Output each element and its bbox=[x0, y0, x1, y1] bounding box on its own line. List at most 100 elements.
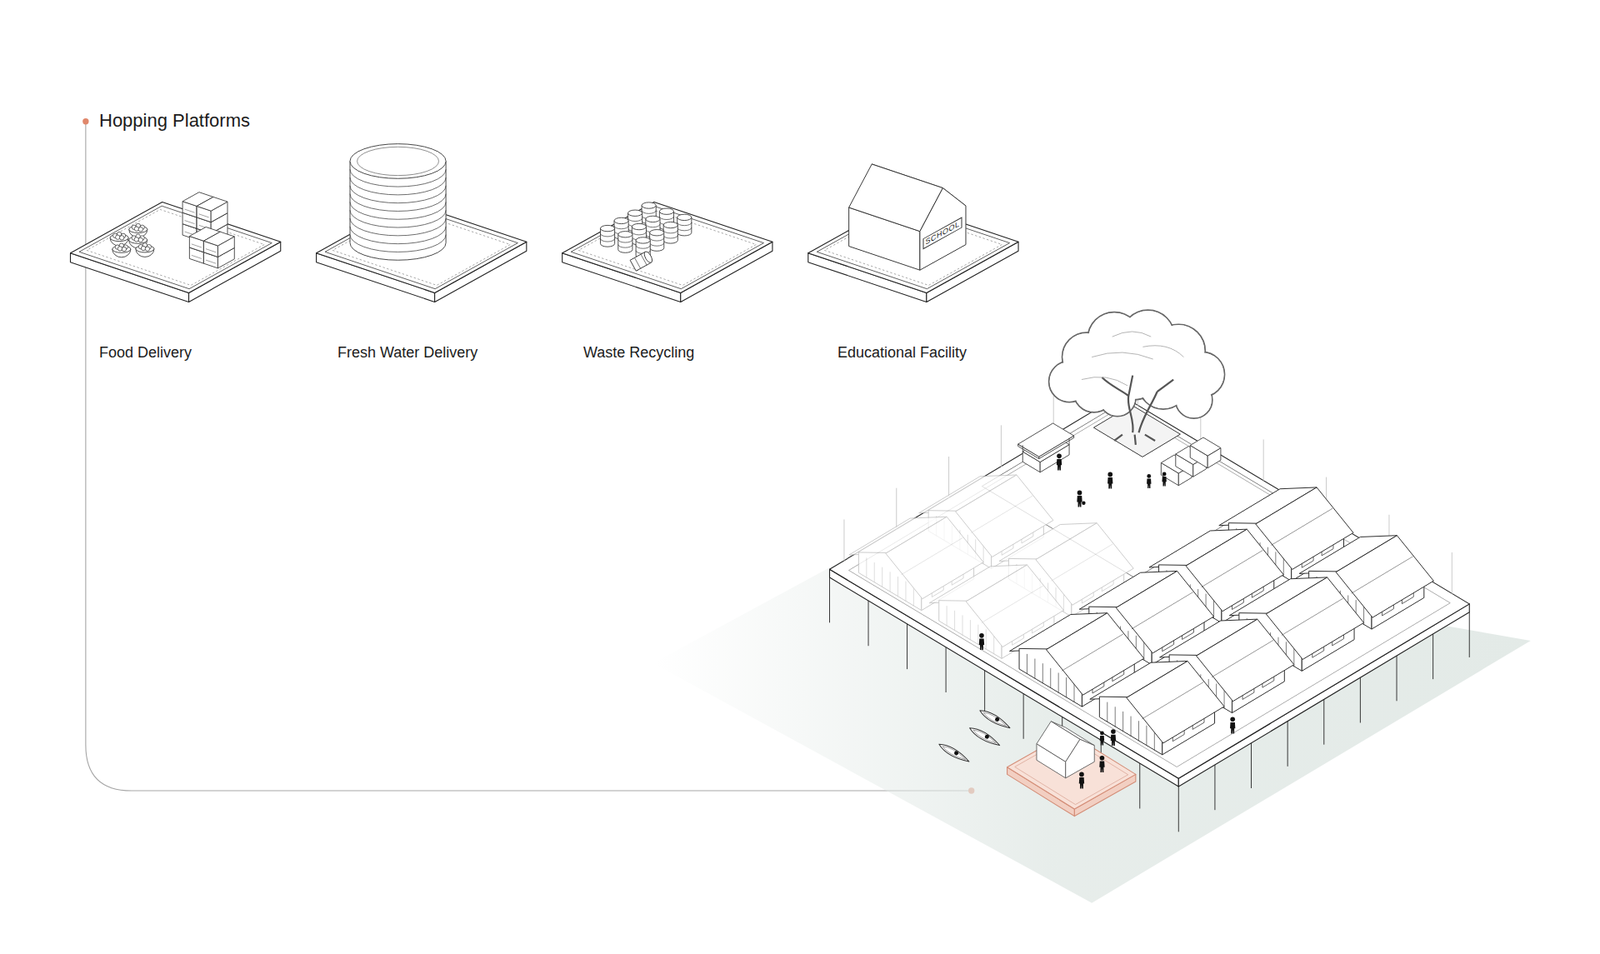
boat-hull bbox=[978, 707, 1012, 731]
roof-seam bbox=[1131, 592, 1193, 630]
barrel-lying bbox=[630, 250, 654, 272]
stilt-post bbox=[1396, 655, 1398, 701]
platform-rim bbox=[570, 205, 764, 290]
water-tank-ring bbox=[350, 210, 446, 228]
roof-seam bbox=[1281, 598, 1343, 635]
barrel-ring bbox=[600, 238, 615, 242]
person-head bbox=[1110, 729, 1116, 735]
person-body bbox=[1230, 722, 1235, 734]
village bbox=[653, 310, 1531, 903]
fruit bbox=[119, 235, 124, 240]
boat bbox=[967, 725, 1001, 749]
food-cart-roof-top bbox=[1018, 423, 1075, 457]
barrel-lid bbox=[650, 230, 665, 236]
stilt-post bbox=[1250, 743, 1252, 789]
barrel-lid bbox=[677, 214, 692, 220]
barrel-ring bbox=[650, 237, 665, 241]
person-silhouette bbox=[1099, 755, 1105, 773]
hopping-platform bbox=[562, 201, 773, 302]
barrel-ring bbox=[635, 245, 650, 250]
barrel-end bbox=[642, 250, 654, 265]
barrel-lid bbox=[641, 202, 656, 209]
water-tank-small-top bbox=[1190, 437, 1221, 456]
person-head bbox=[1077, 490, 1083, 496]
house-cladding bbox=[954, 610, 955, 630]
stilt-post bbox=[1214, 765, 1215, 810]
fruit bbox=[140, 245, 145, 250]
fruit bbox=[134, 226, 139, 231]
barrel-lid bbox=[659, 208, 674, 215]
platform-caption: Educational Facility bbox=[837, 344, 967, 363]
person-body bbox=[1161, 476, 1166, 486]
person-body bbox=[1107, 477, 1113, 489]
barrel-ring bbox=[614, 225, 629, 230]
crate-top bbox=[196, 196, 228, 211]
house-cladding bbox=[1042, 664, 1044, 684]
roof-seam bbox=[1142, 682, 1204, 720]
person-silhouette bbox=[1056, 454, 1062, 471]
person-head bbox=[1100, 755, 1105, 761]
pole bbox=[895, 488, 897, 530]
stilt-post bbox=[906, 624, 908, 670]
stilt-post bbox=[1323, 699, 1325, 745]
person-body bbox=[1110, 735, 1116, 746]
barrel-lid bbox=[645, 215, 660, 222]
pole bbox=[1000, 425, 1002, 467]
deck-top bbox=[830, 395, 1470, 779]
basket bbox=[112, 243, 131, 258]
house-cladding bbox=[1145, 725, 1147, 745]
pole bbox=[1263, 440, 1265, 481]
person-silhouette bbox=[1161, 472, 1166, 487]
barrel bbox=[677, 214, 692, 236]
house-roof bbox=[1196, 619, 1295, 701]
diagram-title: Hopping Platforms bbox=[99, 110, 250, 132]
stilt-post bbox=[984, 670, 985, 716]
house-cladding bbox=[1063, 592, 1065, 612]
person-body bbox=[979, 639, 985, 650]
fruit bbox=[138, 227, 143, 232]
crate-slat bbox=[191, 244, 201, 248]
person-silhouette bbox=[1230, 716, 1235, 734]
platform-caption: Food Delivery bbox=[99, 344, 192, 363]
house-cladding bbox=[983, 544, 985, 564]
roof-seam bbox=[1061, 634, 1123, 671]
boat-hull bbox=[967, 725, 1001, 749]
house-cladding bbox=[897, 576, 899, 596]
house-cladding bbox=[1363, 605, 1365, 625]
person-head bbox=[1079, 772, 1085, 778]
house-cladding bbox=[993, 634, 995, 654]
stilt-post bbox=[1139, 763, 1140, 809]
basket-rim bbox=[129, 225, 148, 234]
roof-seam bbox=[1051, 544, 1113, 581]
person-silhouette bbox=[1079, 772, 1085, 790]
stilt-post bbox=[1469, 612, 1470, 658]
barrel-ring bbox=[628, 218, 643, 222]
platform-seam bbox=[578, 209, 756, 285]
barrel bbox=[650, 230, 665, 252]
barrel-ring bbox=[677, 227, 692, 231]
barrel-ring bbox=[650, 242, 665, 246]
house-cladding bbox=[1074, 682, 1075, 702]
crate-slat bbox=[185, 220, 195, 225]
person-body bbox=[1099, 760, 1105, 772]
platform-caption: Fresh Water Delivery bbox=[337, 344, 478, 363]
person-silhouette bbox=[1146, 474, 1151, 489]
crate-slat bbox=[199, 214, 209, 218]
person-body bbox=[1076, 495, 1082, 507]
house-roof bbox=[1265, 577, 1364, 660]
house-cladding bbox=[1154, 730, 1155, 750]
hopping-platform bbox=[316, 144, 527, 303]
barrel bbox=[663, 221, 678, 244]
basket bbox=[135, 243, 155, 258]
barrel-lid bbox=[618, 231, 633, 238]
house-cladding bbox=[1130, 716, 1132, 736]
food-cart-post bbox=[1069, 438, 1070, 445]
water-tank-ring bbox=[350, 185, 446, 204]
person-head bbox=[1107, 472, 1113, 478]
barrel-ring bbox=[677, 222, 692, 226]
house-cladding bbox=[881, 567, 883, 587]
house-cladding bbox=[1224, 689, 1225, 709]
house-cladding bbox=[1106, 702, 1108, 722]
